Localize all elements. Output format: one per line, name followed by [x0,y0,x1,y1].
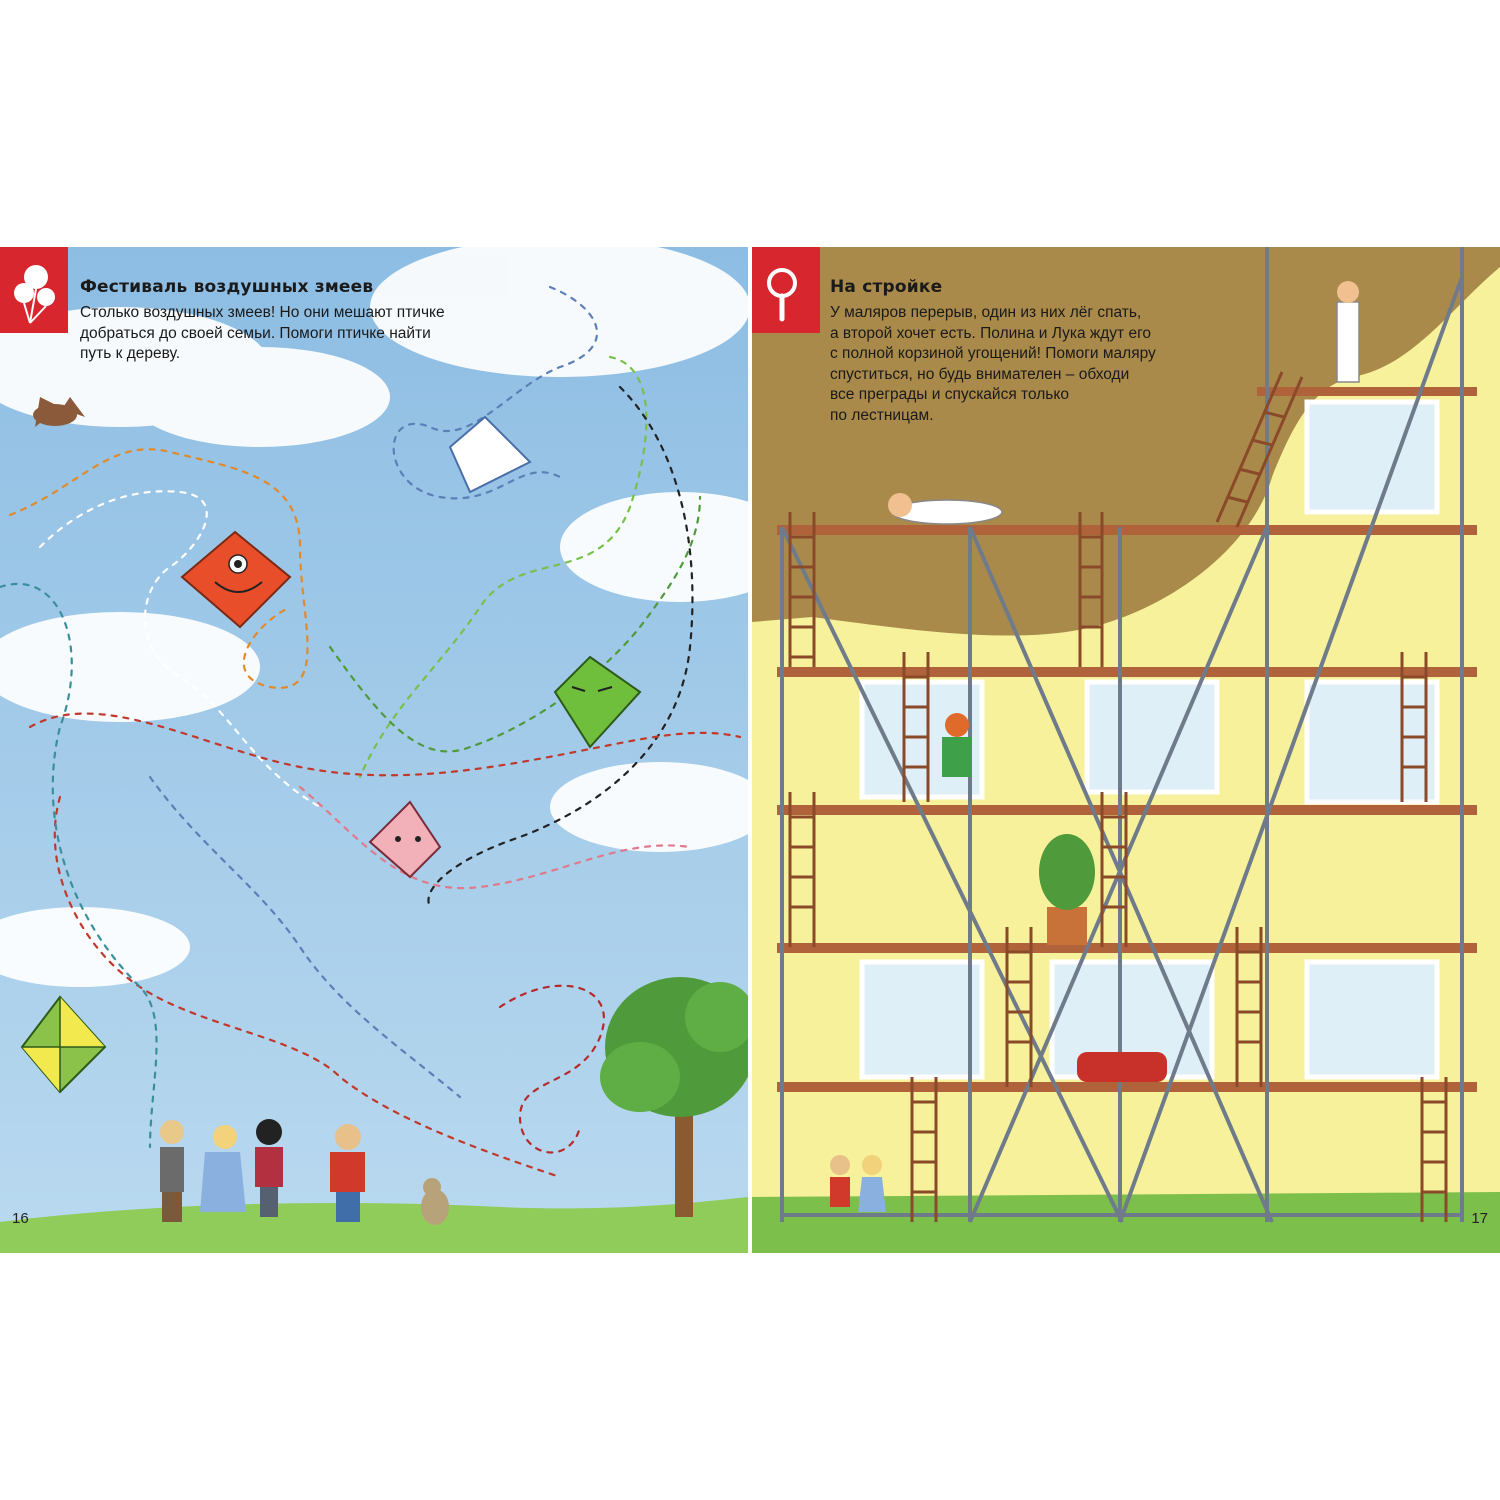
kite-white [448,415,532,494]
kite-green [553,655,642,749]
kite-pink [368,800,442,879]
girl-in-window [942,713,972,777]
right-badge [752,247,820,333]
balloons-icon [14,265,55,324]
standing-painter [1336,281,1360,383]
left-badge [0,247,68,333]
raccoon [421,1178,449,1225]
instructions-line: добраться до своей семьи. Помоги птичке … [80,324,431,342]
kite-orange [180,530,292,629]
maze-path-teal [0,582,158,1149]
maze-path-darkgreen [328,495,702,753]
mattress [1077,1052,1167,1082]
page-title: Фестиваль воздушных змеев [80,277,374,297]
maze-path-black [427,385,694,909]
bird [33,397,85,427]
page-number: 16 [12,1210,29,1227]
instructions-text: Столько воздушных змеев! Но они мешают п… [80,303,445,365]
left-page: Фестиваль воздушных змеев Столько воздуш… [0,247,748,1253]
instructions-line: У маляров перерыв, один из них лёг спать… [830,304,1142,321]
maze-path-lightgreen [358,355,648,779]
scaffold-poles [780,247,1464,1223]
maze-path-pink [298,785,692,890]
magnifier-icon [767,268,797,322]
maze-path-blue [392,285,598,500]
instructions-text: У маляров перерыв, один из них лёг спать… [830,303,1156,426]
right-page: На стройке У маляров перерыв, один из ни… [752,247,1500,1253]
grass [752,1192,1500,1253]
children [830,1155,886,1212]
instructions-line: все преграды и спускайся только [830,386,1069,403]
clouds [0,247,748,987]
page-number: 17 [1471,1210,1488,1227]
plaster-wall [752,247,1500,636]
potted-plant [1039,834,1095,945]
maze-path-red-1 [28,712,742,777]
instructions-line: а второй хочет есть. Полина и Лука ждут … [830,324,1152,342]
sleeping-painter [888,493,1003,525]
maze-path-white [38,490,322,809]
tree [600,977,748,1217]
scaffolding-illustration [752,247,1500,1253]
page-title: На стройке [830,277,943,297]
instructions-line: Столько воздушных змеев! Но они мешают п… [80,304,445,321]
kite-maze-illustration [0,247,748,1253]
instructions-line: путь к дереву. [80,345,181,362]
kite-bottom-green [20,995,107,1094]
instructions-line: спуститься, но будь внимателен – обходи [830,365,1130,383]
ladders [788,371,1448,1222]
grass [0,1197,748,1253]
children [160,1119,365,1222]
instructions-line: с полной корзиной угощений! Помоги маляр… [830,345,1156,362]
maze-path-blue-2 [148,775,462,1099]
maze-path-red-2 [53,795,562,1179]
instructions-line: по лестницам. [830,406,934,424]
